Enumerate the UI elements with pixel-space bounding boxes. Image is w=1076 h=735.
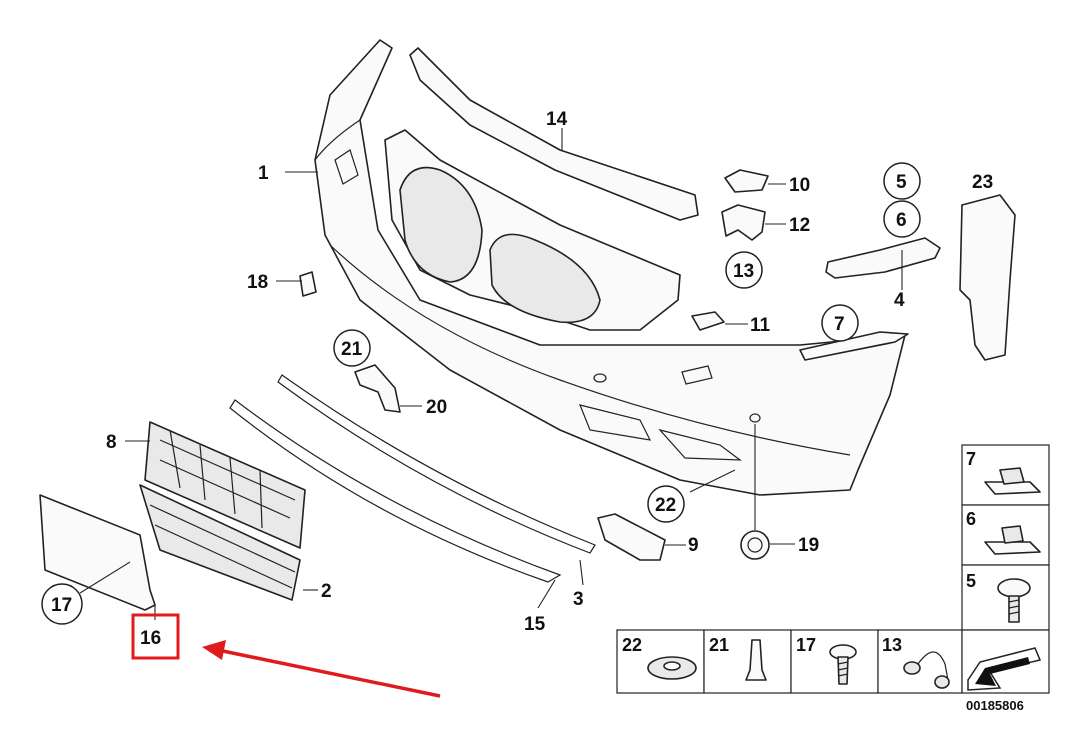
label-8: 8: [106, 432, 117, 453]
legend-label-21: 21: [709, 635, 729, 655]
callout-labels: 1 2 3 4 5 6 7 8 9 10 11 12 13 14 15 16 1…: [51, 109, 993, 649]
label-2: 2: [321, 581, 332, 602]
kidney-grille-area: [384, 129, 681, 331]
legend-label-22: 22: [622, 635, 642, 655]
expanding-screw-icon: [829, 644, 857, 685]
label-16: 16: [140, 628, 161, 649]
bumper-bracket-right: [825, 237, 941, 279]
direction-arrow-icon: [967, 647, 1042, 691]
legend-vertical: 7 6 5: [961, 444, 1050, 631]
clip-part-10: [724, 169, 769, 193]
upper-bracket-strip: [409, 47, 699, 221]
label-3: 3: [573, 589, 584, 610]
rivet-icon: [745, 639, 767, 681]
legend-label-13: 13: [882, 635, 902, 655]
label-6: 6: [896, 210, 907, 231]
legend-label-6: 6: [966, 509, 976, 529]
fog-cover-9: [597, 513, 666, 561]
label-20: 20: [426, 397, 447, 418]
label-13: 13: [733, 261, 754, 282]
license-carrier-frame: [144, 421, 306, 549]
label-17: 17: [51, 595, 72, 616]
label-15: 15: [524, 614, 546, 635]
label-19: 19: [798, 535, 819, 556]
label-5: 5: [896, 172, 907, 193]
legend-horizontal: 22 21 17 13: [616, 629, 1050, 694]
label-22: 22: [655, 495, 676, 516]
highlight-box: [131, 613, 180, 660]
highlight-arrow: [202, 640, 441, 698]
label-11: 11: [750, 315, 771, 336]
diagram-reference-number: 00185806: [966, 698, 1024, 713]
seal-strip-15: [229, 399, 562, 583]
bumper-cover: [314, 39, 906, 496]
leader-lines: [79, 128, 903, 620]
label-1: 1: [258, 163, 269, 184]
legend-label-17: 17: [796, 635, 816, 655]
right-trim-strip: [799, 331, 909, 361]
washer-icon: [647, 656, 697, 680]
cover-cap-11: [691, 311, 725, 331]
side-guide-bracket: [959, 194, 1016, 361]
label-23: 23: [972, 172, 993, 193]
label-18: 18: [247, 272, 268, 293]
label-7: 7: [834, 314, 845, 335]
spring-nut-icon: [984, 541, 1041, 555]
wire-clip-icon: [903, 651, 950, 689]
clip-part-12: [721, 204, 766, 241]
label-9: 9: [688, 535, 699, 556]
clip-part-18: [299, 271, 317, 297]
legend-label-7: 7: [966, 449, 976, 469]
screw-icon: [997, 578, 1031, 623]
legend-label-5: 5: [966, 571, 976, 591]
seal-strip-3: [277, 374, 596, 554]
lower-grille: [139, 484, 301, 601]
label-12: 12: [789, 215, 810, 236]
label-4: 4: [894, 290, 905, 311]
label-10: 10: [789, 175, 810, 196]
circled-callouts: [41, 162, 921, 625]
label-14: 14: [546, 109, 568, 130]
bracket-part-20: [354, 364, 401, 413]
sensor-part-19: [740, 530, 770, 560]
label-21: 21: [341, 339, 363, 360]
